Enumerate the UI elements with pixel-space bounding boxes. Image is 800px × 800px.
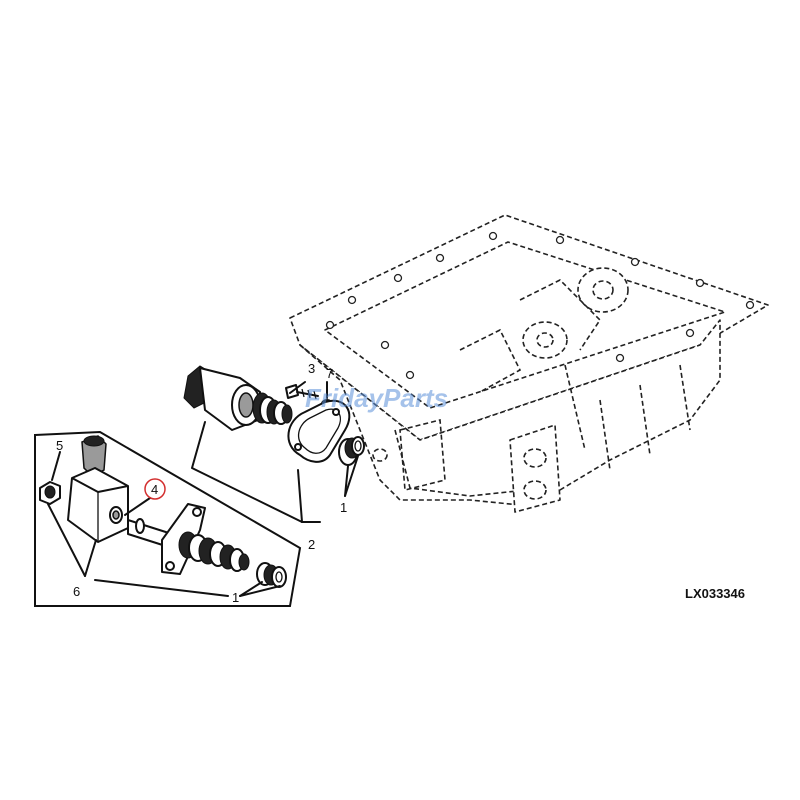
leader-lines-upper [191, 381, 359, 523]
seal-rings-upper [338, 436, 365, 466]
callout-1-lower: 1 [232, 590, 239, 605]
figure-code: LX033346 [685, 586, 745, 601]
upper-solenoid-valve [183, 365, 293, 431]
nut-5 [39, 481, 61, 505]
callout-labels: 3 7 1 2 5 4 6 1 [56, 361, 347, 605]
transmission-housing [289, 214, 769, 513]
callout-4: 4 [151, 482, 158, 497]
callout-3: 3 [308, 361, 315, 376]
leader-lines-lower [47, 451, 281, 597]
callout-1-upper: 1 [340, 500, 347, 515]
callout-6: 6 [73, 584, 80, 599]
callout-2: 2 [308, 537, 315, 552]
lower-solenoid-valve [67, 435, 250, 575]
callout-5: 5 [56, 438, 63, 453]
gasket-2 [287, 399, 351, 463]
callout-4-highlight-circle [144, 478, 166, 500]
callout-7: 7 [326, 366, 333, 381]
watermark: FridayParts [305, 383, 448, 413]
